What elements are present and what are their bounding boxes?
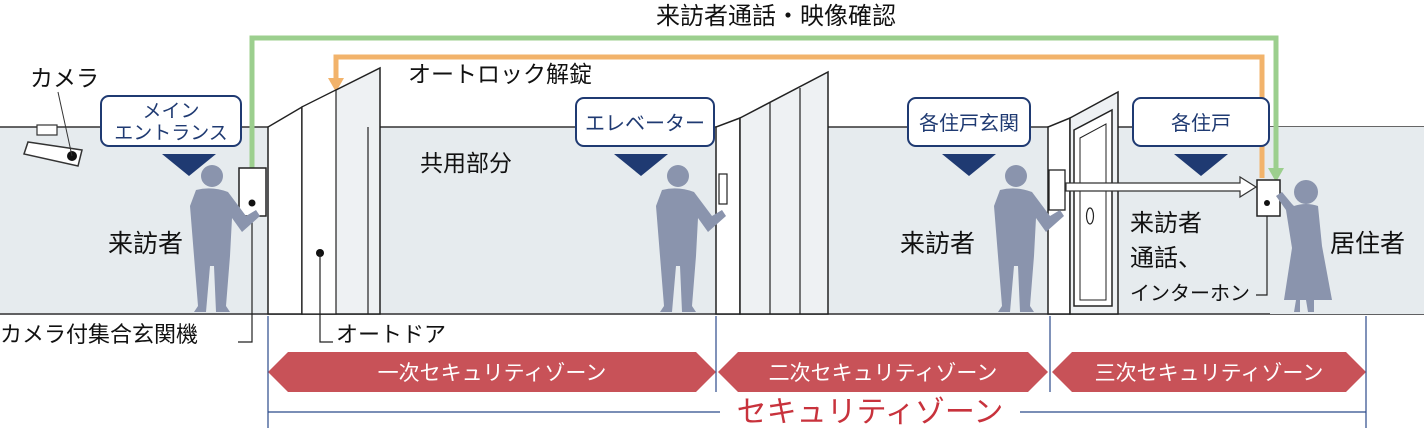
auto-door — [267, 66, 381, 343]
box-unit — [1132, 97, 1270, 147]
unit-label: 各住戸 — [1171, 111, 1231, 135]
box-main-entrance — [100, 95, 242, 147]
visitor-left-label: 来訪者 — [108, 229, 183, 258]
green-call-line — [249, 35, 1279, 178]
visitor-right-label: 来訪者 — [900, 229, 975, 258]
marker-unit — [1174, 154, 1228, 176]
main-entrance-label-line1: メイン — [142, 100, 199, 122]
marker-unit-entrance — [942, 154, 996, 176]
autolock-label: オートロック解錠 — [408, 62, 592, 88]
main-entrance-label-line2: エントランス — [114, 122, 228, 144]
overall-zone-label: セキュリティゾーン — [737, 395, 1004, 430]
camera-label: カメラ — [30, 66, 99, 92]
zone-secondary-bar — [718, 352, 1048, 392]
zone-primary-bar — [268, 352, 716, 392]
orange-arrow-head — [328, 78, 344, 92]
visitor-call-line3: インターホン — [1130, 281, 1250, 305]
resident-person — [1276, 180, 1332, 312]
marker-main-entrance — [162, 154, 216, 176]
intercom-panel-label: カメラ付集合玄関機 — [0, 323, 198, 348]
visitor-call-line1: 来訪者 — [1130, 209, 1202, 237]
door-to-unit-arrow — [1065, 175, 1258, 199]
zone-primary-label: 一次セキュリティゾーン — [378, 361, 607, 385]
box-elevator — [575, 97, 715, 147]
resident-label: 居住者 — [1330, 229, 1405, 258]
visitor-call-line2: 通話、 — [1130, 244, 1202, 272]
marker-elevator — [614, 154, 668, 176]
camera-icon — [23, 91, 83, 167]
box-unit-entrance — [907, 97, 1031, 147]
unit-entrance-label: 各住戸玄関 — [919, 111, 1019, 135]
zone-tertiary-label: 三次セキュリティゾーン — [1095, 361, 1324, 385]
zone-tertiary-bar — [1052, 352, 1366, 392]
unit-door — [1047, 90, 1119, 315]
elevator — [715, 70, 829, 315]
common-area-label: 共用部分 — [420, 151, 512, 177]
auto-door-label: オートドア — [336, 323, 446, 348]
unit-intercom — [1256, 179, 1281, 296]
elevator-label: エレベーター — [585, 111, 705, 135]
zone-secondary-label: 二次セキュリティゾーン — [769, 361, 998, 385]
diagram-title: 来訪者通話・映像確認 — [656, 2, 896, 30]
green-arrow-head — [1268, 168, 1284, 182]
